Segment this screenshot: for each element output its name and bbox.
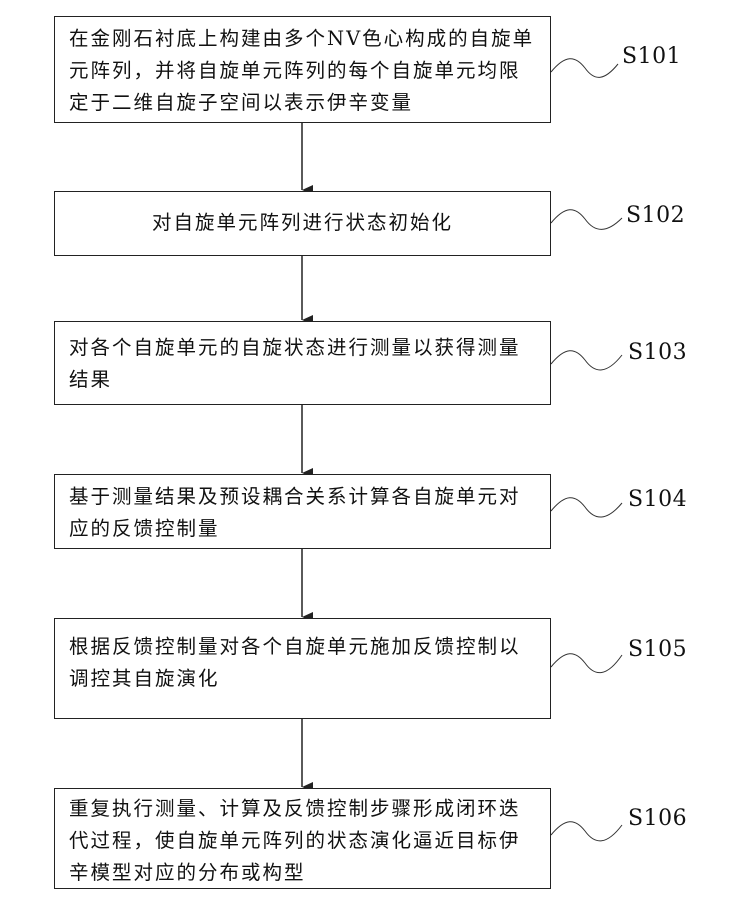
step-label-s102: S102 xyxy=(626,203,685,228)
step-text-s103: 对各个自旋单元的自旋状态进行测量以获得测量结果 xyxy=(69,332,540,396)
step-box-s105: 根据反馈控制量对各个自旋单元施加反馈控制以调控其自旋演化 xyxy=(54,618,551,719)
step-label-s106: S106 xyxy=(628,806,687,831)
leader-s101 xyxy=(551,59,618,78)
step-text-s104: 基于测量结果及预设耦合关系计算各自旋单元对应的反馈控制量 xyxy=(69,481,540,545)
leader-s102 xyxy=(551,210,622,230)
step-box-s101: 在金刚石衬底上构建由多个NV色心构成的自旋单元阵列，并将自旋单元阵列的每个自旋单… xyxy=(54,16,551,123)
leader-s103 xyxy=(551,351,622,370)
step-text-s101: 在金刚石衬底上构建由多个NV色心构成的自旋单元阵列，并将自旋单元阵列的每个自旋单… xyxy=(69,23,540,119)
step-label-s103: S103 xyxy=(628,340,687,365)
step-box-s102: 对自旋单元阵列进行状态初始化 xyxy=(54,191,551,256)
step-box-s106: 重复执行测量、计算及反馈控制步骤形成闭环迭代过程，使自旋单元阵列的状态演化逼近目… xyxy=(54,788,551,889)
step-label-s105: S105 xyxy=(628,637,687,662)
step-box-s104: 基于测量结果及预设耦合关系计算各自旋单元对应的反馈控制量 xyxy=(54,474,551,549)
leader-s106 xyxy=(551,822,622,841)
step-text-s102: 对自旋单元阵列进行状态初始化 xyxy=(55,207,550,239)
step-text-s106: 重复执行测量、计算及反馈控制步骤形成闭环迭代过程，使自旋单元阵列的状态演化逼近目… xyxy=(69,793,540,889)
leader-s104 xyxy=(551,498,622,517)
step-label-s104: S104 xyxy=(628,487,687,512)
step-box-s103: 对各个自旋单元的自旋状态进行测量以获得测量结果 xyxy=(54,321,551,405)
leader-s105 xyxy=(551,654,622,673)
step-text-s105: 根据反馈控制量对各个自旋单元施加反馈控制以调控其自旋演化 xyxy=(69,631,540,695)
step-label-s101: S101 xyxy=(622,44,681,69)
